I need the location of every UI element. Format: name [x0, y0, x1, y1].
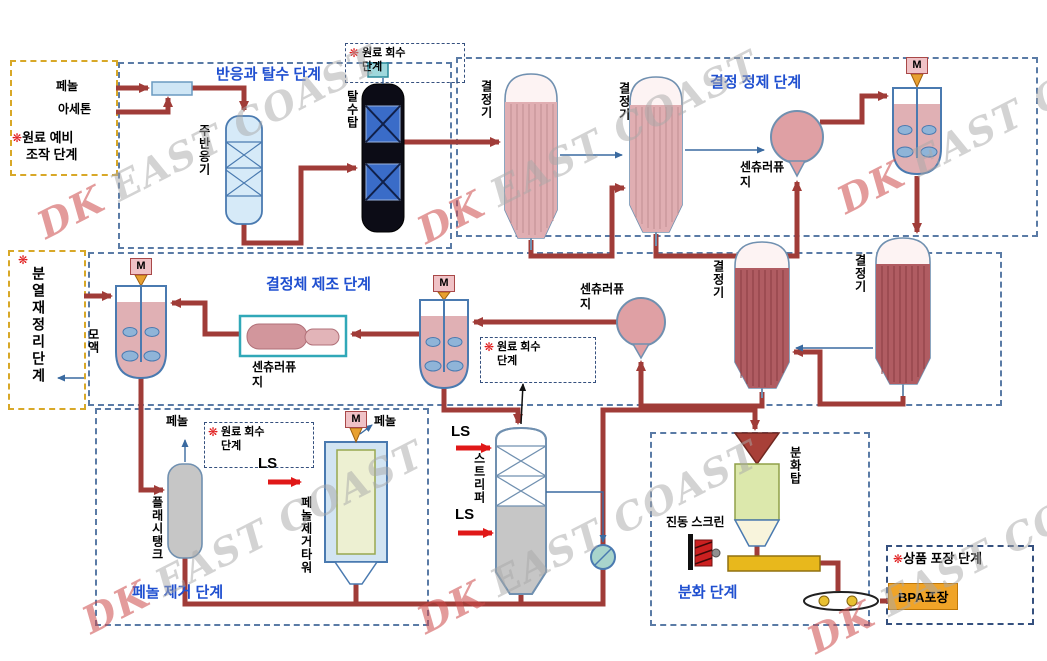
stage-title-packaging: ❋상품 포장 단계	[893, 551, 982, 566]
centrifuge-3-label: 센츄러퓨지	[252, 360, 297, 389]
recovery-label-line2: 단계	[497, 355, 518, 368]
vibrating-screen-label: 진동 스크린	[666, 515, 725, 529]
centrifuge-2-label: 센츄러퓨지	[580, 282, 625, 311]
motor-label-tank1: M	[906, 57, 928, 74]
recovery-label-line2: 단계	[362, 61, 383, 74]
feed-prep-title-text: 원료 예비	[22, 130, 74, 145]
motor-label-tank2: M	[130, 258, 152, 275]
crystallizer-3-label: 결정기	[711, 260, 726, 299]
mother-liquor-label: 모액	[86, 328, 101, 354]
asterisk-icon: ❋	[893, 552, 904, 566]
ls-label-3: LS	[455, 506, 475, 523]
crystallizer-2-label: 결정기	[617, 82, 632, 121]
pump	[590, 544, 616, 570]
stage-title-purification: 결정 정제 단계	[710, 74, 802, 91]
crystallizer-4-label: 결정기	[853, 254, 868, 293]
stage-title-reaction: 반응과 탈수 단계	[216, 66, 321, 83]
feed-phenol-label: 페놀	[56, 79, 79, 93]
stage-title-phenol-removal: 페놀 제거 단계	[132, 584, 224, 601]
stage-box-feed-prep	[10, 60, 118, 176]
asterisk-icon: ❋	[484, 340, 495, 354]
stripper-column	[495, 426, 547, 595]
centrifuge-1-label: 센츄러퓨지	[740, 160, 785, 189]
stage-box-packaging	[886, 545, 1034, 625]
stage-title-granulation: 분화 단계	[678, 584, 738, 601]
motor-label-tank3: M	[433, 275, 455, 292]
phenol-tower-label: 페놀제거타워	[299, 496, 314, 574]
stage-title-feed-prep-line1: ❋원료 예비	[12, 130, 74, 145]
watermark-brand: DK	[29, 175, 113, 248]
crystallizer-1-label: 결정기	[479, 80, 494, 119]
recovery-box-top: ❋ 원료 회수 단계	[345, 43, 465, 83]
recovery-label-line1: 원료 회수	[497, 341, 541, 353]
asterisk-icon: ❋	[12, 131, 23, 145]
stage-box-reaction-dehydration	[118, 62, 452, 249]
recovery-label-line1: 원료 회수	[362, 47, 406, 59]
prilling-tower-label: 분화탑	[788, 446, 803, 485]
asterisk-icon: ❋	[349, 46, 360, 60]
phenol-vapor-label-2: 페놀	[374, 414, 397, 428]
recovery-label-line1: 원료 회수	[221, 426, 265, 438]
stage-title-reorg: ❋	[18, 252, 28, 267]
asterisk-icon: ❋	[18, 253, 29, 267]
bpa-packaging-label: BPA포장	[888, 583, 959, 610]
stage-box-mother-liquor-reorg	[8, 250, 86, 410]
stripper-label: 스트리퍼	[472, 452, 487, 504]
feed-acetone-label: 아세톤	[58, 102, 92, 116]
recovery-box-middle: ❋ 원료 회수 단계	[480, 337, 596, 383]
phenol-vapor-label-1: 페놀	[166, 414, 189, 428]
stage-title-reorg-text: 분열재정리단계	[30, 266, 47, 385]
dehydration-tower-label: 탈수탑	[345, 90, 360, 129]
packaging-title-text: 상품 포장 단계	[903, 551, 983, 566]
main-reactor-label: 주반응기	[197, 124, 212, 176]
ls-label-1: LS	[258, 455, 278, 472]
flash-tank-label: 플래시탱크	[150, 496, 165, 561]
ls-label-2: LS	[451, 423, 471, 440]
asterisk-icon: ❋	[208, 425, 219, 439]
stage-title-crystal-mfg: 결정체 제조 단계	[266, 276, 371, 293]
motor-label-phenol-tower: M	[345, 411, 367, 428]
recovery-label-line2: 단계	[221, 440, 242, 453]
stage-title-feed-prep-line2: 조작 단계	[26, 147, 78, 162]
